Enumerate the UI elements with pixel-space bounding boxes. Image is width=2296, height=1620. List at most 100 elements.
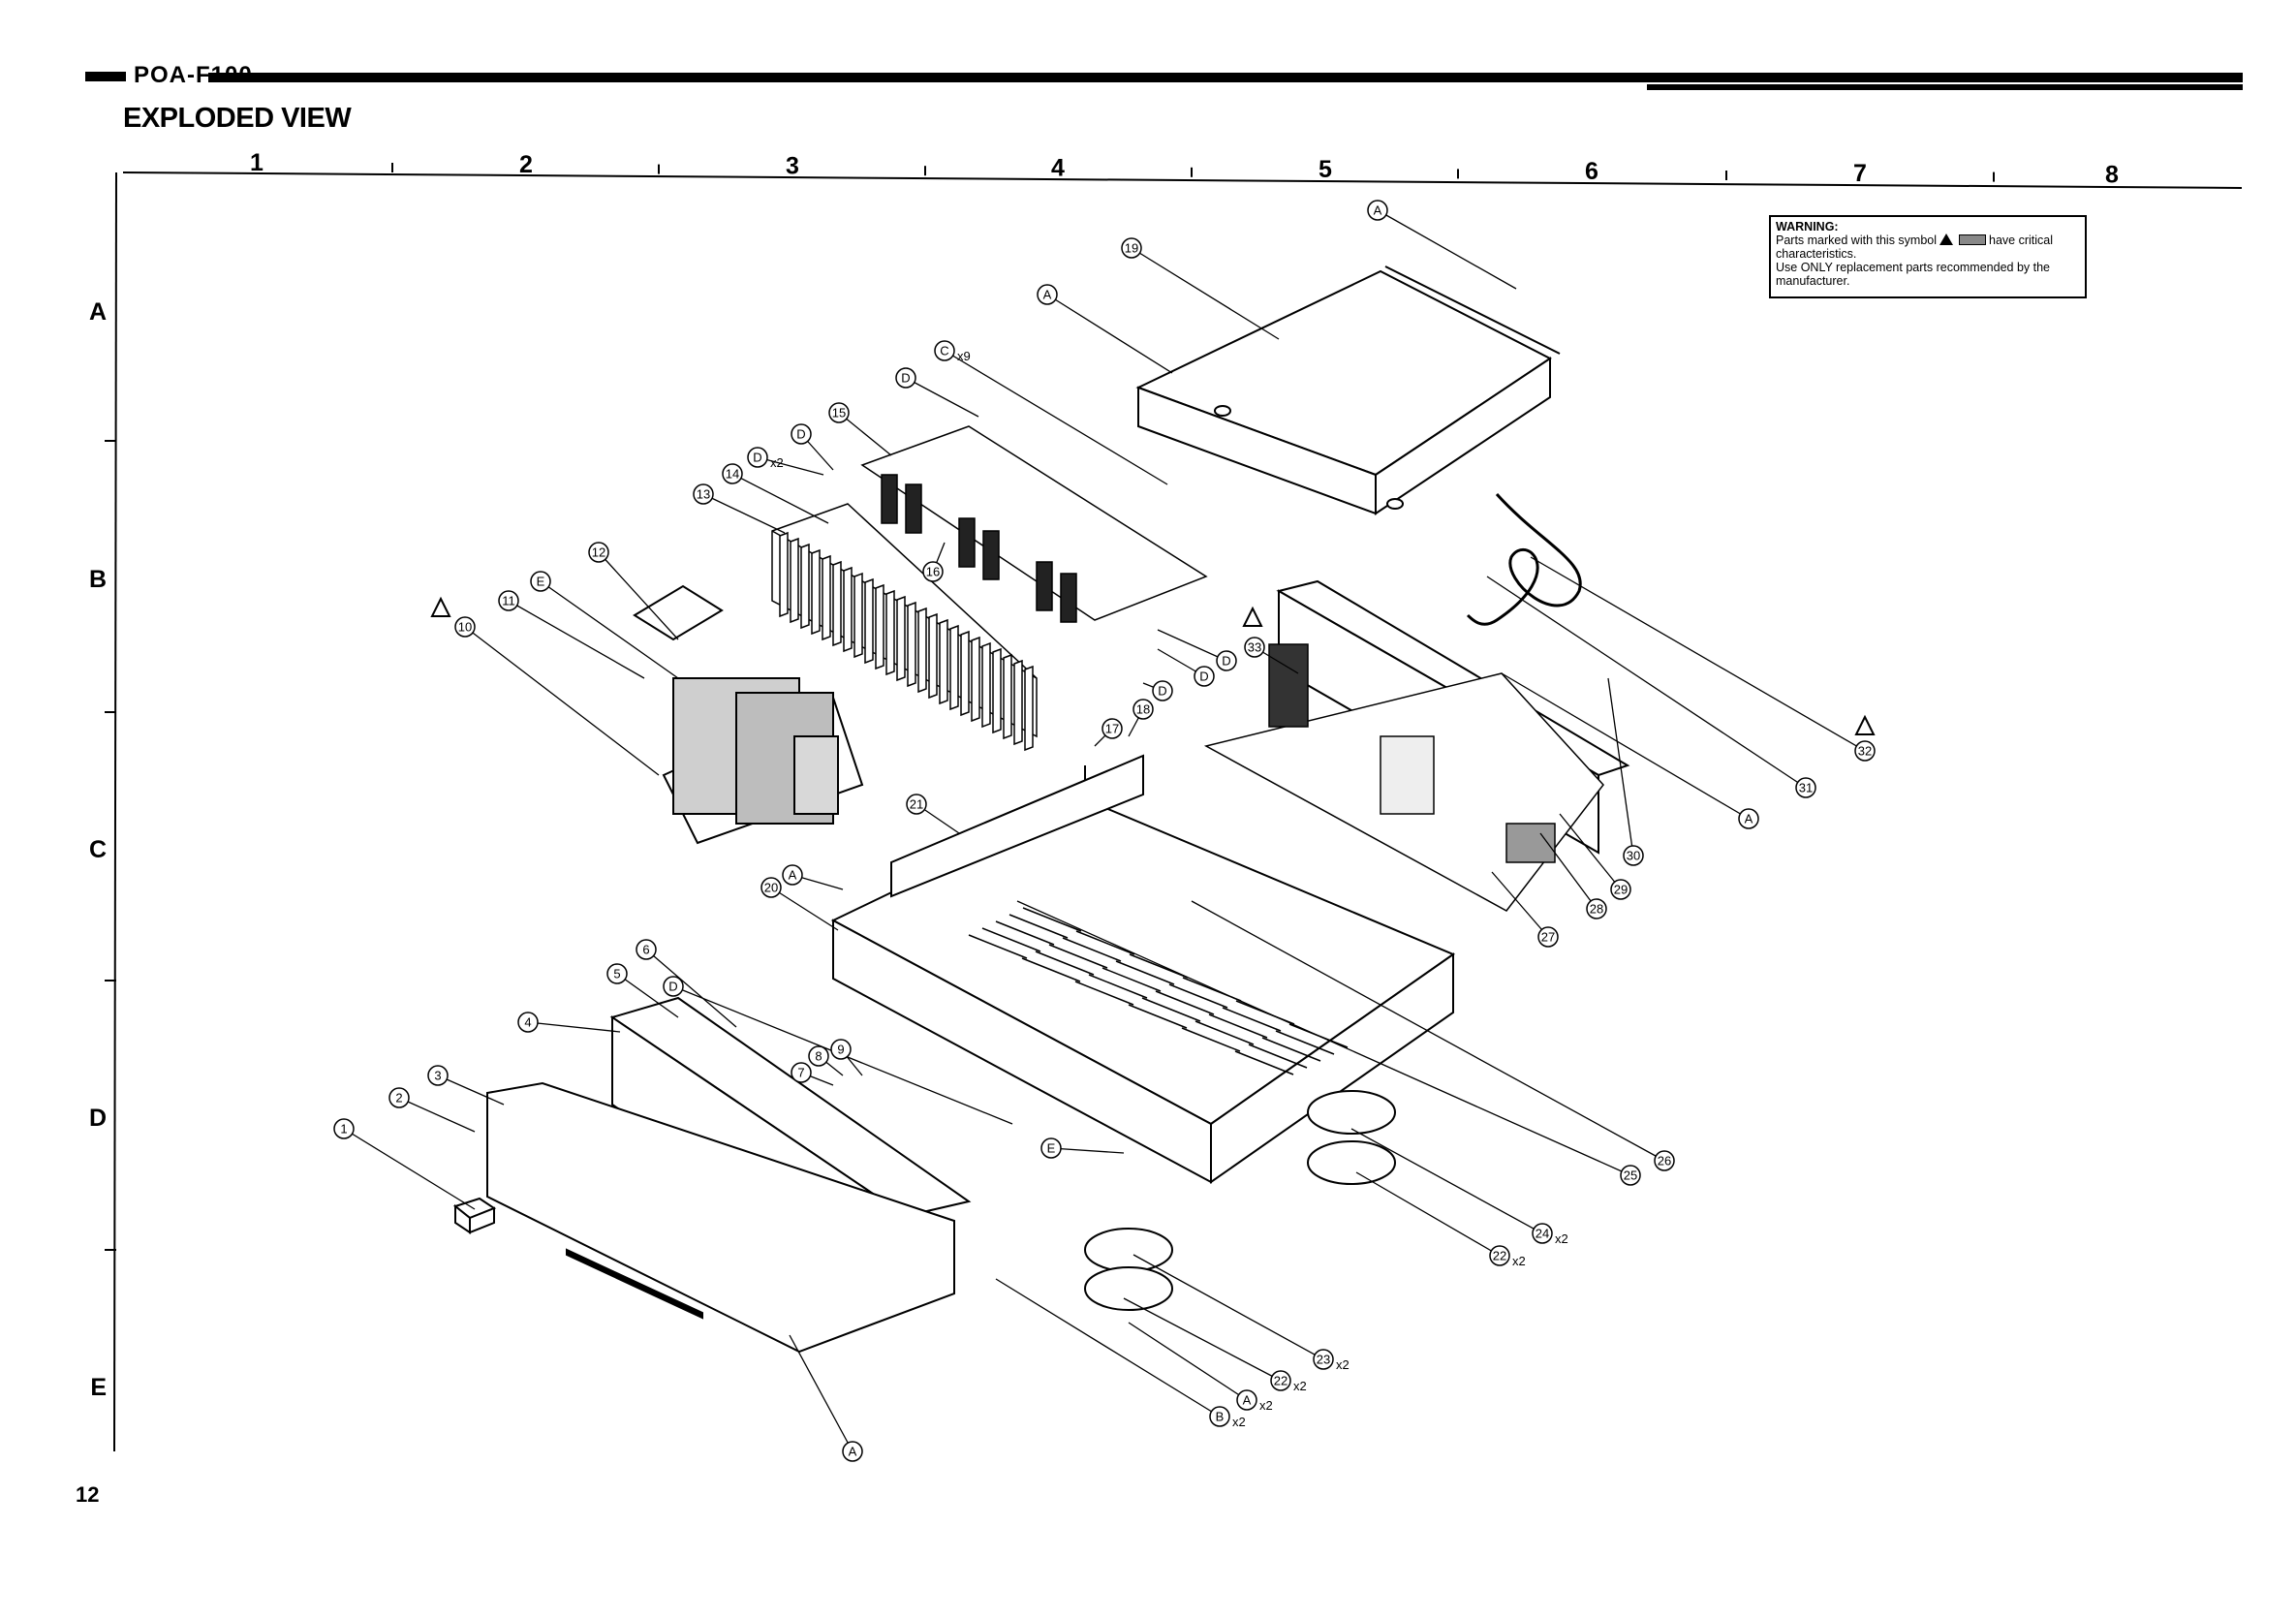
callout-label: 4 bbox=[524, 1015, 531, 1030]
callout-circle bbox=[1132, 699, 1154, 720]
callout-A: A bbox=[1367, 200, 1388, 221]
callout-E: E bbox=[1040, 1137, 1062, 1159]
heatsink-fin bbox=[885, 589, 895, 676]
callout-circle bbox=[1367, 200, 1388, 221]
callout-A: A bbox=[1037, 284, 1058, 305]
leader-line bbox=[343, 1128, 476, 1210]
callout-D: D bbox=[1216, 650, 1237, 671]
insulator-sheet bbox=[633, 584, 724, 641]
callout-circle bbox=[517, 1012, 539, 1033]
callout-8: 8 bbox=[808, 1045, 829, 1067]
vent-slot bbox=[968, 934, 1028, 959]
heatsink-fin bbox=[843, 566, 853, 653]
callout-label: A bbox=[1243, 1393, 1252, 1408]
leader-line bbox=[1559, 813, 1622, 890]
heatsink-fin bbox=[992, 647, 1002, 734]
callout-label: 11 bbox=[502, 594, 515, 608]
callout-circle bbox=[922, 561, 944, 582]
warning-line-3: Use ONLY replacement parts recommended b… bbox=[1776, 261, 2051, 274]
leader-line bbox=[1128, 1322, 1248, 1401]
callout-circle bbox=[1795, 777, 1816, 798]
warning-line-4: manufacturer. bbox=[1776, 274, 1850, 288]
callout-label: A bbox=[1043, 288, 1052, 302]
heatsink-fin bbox=[800, 543, 810, 630]
heatsink-fin bbox=[949, 624, 959, 711]
callout-label: C bbox=[940, 344, 948, 358]
heatsink-fin bbox=[971, 636, 980, 723]
callout-19: 19 bbox=[1121, 237, 1142, 259]
callout-15: 15 bbox=[828, 402, 850, 423]
vent-slot bbox=[1129, 953, 1189, 979]
column-ticks bbox=[391, 163, 1995, 182]
callout-label: 9 bbox=[837, 1043, 844, 1057]
callout-label: 25 bbox=[1624, 1168, 1637, 1183]
callout-quantity: x2 bbox=[1293, 1379, 1307, 1393]
callout-7: 7 bbox=[791, 1062, 812, 1083]
leader-line bbox=[1132, 1254, 1324, 1360]
leader-line bbox=[944, 350, 1168, 485]
callout-label: 31 bbox=[1799, 781, 1813, 795]
power-transformer bbox=[662, 677, 864, 845]
front-panel bbox=[486, 1081, 955, 1354]
callout-12: 12 bbox=[588, 542, 609, 563]
heatsink-fin bbox=[939, 618, 948, 705]
callout-label: A bbox=[789, 868, 797, 883]
callout-13: 13 bbox=[693, 483, 714, 505]
column-label-4: 4 bbox=[1051, 154, 1065, 181]
leader-line bbox=[789, 1334, 853, 1452]
heatsink-fin bbox=[853, 572, 863, 659]
callout-circle bbox=[1537, 926, 1559, 948]
vent-slot bbox=[1222, 1007, 1282, 1032]
callout-label: 7 bbox=[797, 1066, 804, 1080]
callout-21: 21 bbox=[906, 794, 927, 815]
callout-D: D bbox=[791, 423, 812, 445]
callout-label: 30 bbox=[1627, 849, 1640, 863]
callout-A: A bbox=[842, 1441, 863, 1462]
callout-circle bbox=[830, 1039, 852, 1060]
leader-line bbox=[1539, 832, 1598, 910]
callout-4: 4 bbox=[517, 1012, 539, 1033]
callout-circle bbox=[842, 1441, 863, 1462]
leader-line bbox=[616, 973, 679, 1018]
callout-2: 2 bbox=[388, 1087, 410, 1108]
callout-26: 26 bbox=[1654, 1150, 1675, 1171]
callout-circle bbox=[1532, 1223, 1553, 1244]
vent-slot bbox=[1088, 974, 1148, 999]
leader-line bbox=[437, 1075, 505, 1106]
callout-circle bbox=[454, 616, 476, 638]
callout-circle bbox=[1121, 237, 1142, 259]
callout-D: D bbox=[1194, 666, 1215, 687]
callout-D: D bbox=[895, 367, 916, 389]
callout-label: A bbox=[1374, 203, 1382, 218]
column-label-8: 8 bbox=[2105, 162, 2119, 189]
callout-11: 11 bbox=[498, 590, 519, 611]
vent-slot bbox=[1115, 960, 1175, 985]
power-knob bbox=[452, 1197, 497, 1234]
callout-label: 17 bbox=[1105, 722, 1119, 736]
leader-line bbox=[1016, 900, 1631, 1176]
callout-circle bbox=[1489, 1245, 1510, 1266]
leader-line bbox=[1191, 900, 1665, 1162]
heatsink-fin bbox=[917, 607, 927, 694]
heatsink-fin bbox=[981, 641, 991, 729]
leader-line bbox=[540, 580, 679, 679]
callout-circle bbox=[934, 340, 955, 361]
callout-circle bbox=[636, 939, 657, 960]
heatsink-fin bbox=[875, 583, 884, 670]
callout-circle bbox=[1270, 1370, 1291, 1391]
callout-30: 30 bbox=[1623, 845, 1644, 866]
callout-circle bbox=[906, 794, 927, 815]
callout-label: 26 bbox=[1658, 1154, 1671, 1168]
callout-label: E bbox=[537, 575, 545, 589]
callout-label: 24 bbox=[1536, 1227, 1549, 1241]
callout-A: A bbox=[782, 864, 803, 886]
callout-circle bbox=[1216, 650, 1237, 671]
leader-line bbox=[508, 600, 645, 679]
leader-line bbox=[770, 887, 839, 931]
vent-slot bbox=[1075, 930, 1135, 955]
